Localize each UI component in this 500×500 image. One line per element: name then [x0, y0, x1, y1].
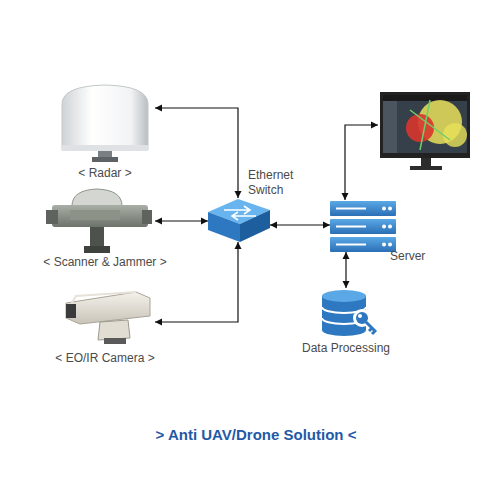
node-label: < EO/IR Camera >: [45, 351, 165, 366]
database-icon: [322, 290, 376, 336]
connector-arrow: [155, 220, 208, 221]
connector-arrow: [345, 125, 378, 200]
camera-node: < EO/IR Camera >: [55, 288, 155, 358]
node-label: Ethernet Switch: [248, 168, 310, 198]
server-icon: [330, 201, 396, 252]
eo-ir-camera-icon: [66, 292, 150, 344]
monitor-icon: [380, 92, 470, 170]
connector-arrow: [270, 224, 330, 225]
node-label: < Scanner & Jammer >: [20, 255, 190, 270]
connector-arrow: [345, 252, 346, 288]
monitor-node: [378, 90, 472, 170]
radar-icon: [62, 85, 148, 162]
node-label: < Radar >: [45, 166, 165, 181]
diagram-title: > Anti UAV/Drone Solution <: [0, 426, 500, 443]
scanner-jammer-icon: [46, 189, 152, 253]
connector-arrow: [155, 108, 238, 198]
radar-node: < Radar >: [55, 80, 155, 180]
switch-node: Ethernet Switch: [208, 198, 270, 242]
connector-arrow: [155, 242, 238, 322]
server-node: Server: [330, 200, 396, 252]
database-node: Data Processing: [320, 288, 372, 336]
scanner-jammer-node: < Scanner & Jammer >: [45, 188, 155, 258]
switch-icon: [208, 199, 270, 242]
node-label: Data Processing: [286, 341, 406, 356]
node-label: Server: [390, 249, 450, 264]
